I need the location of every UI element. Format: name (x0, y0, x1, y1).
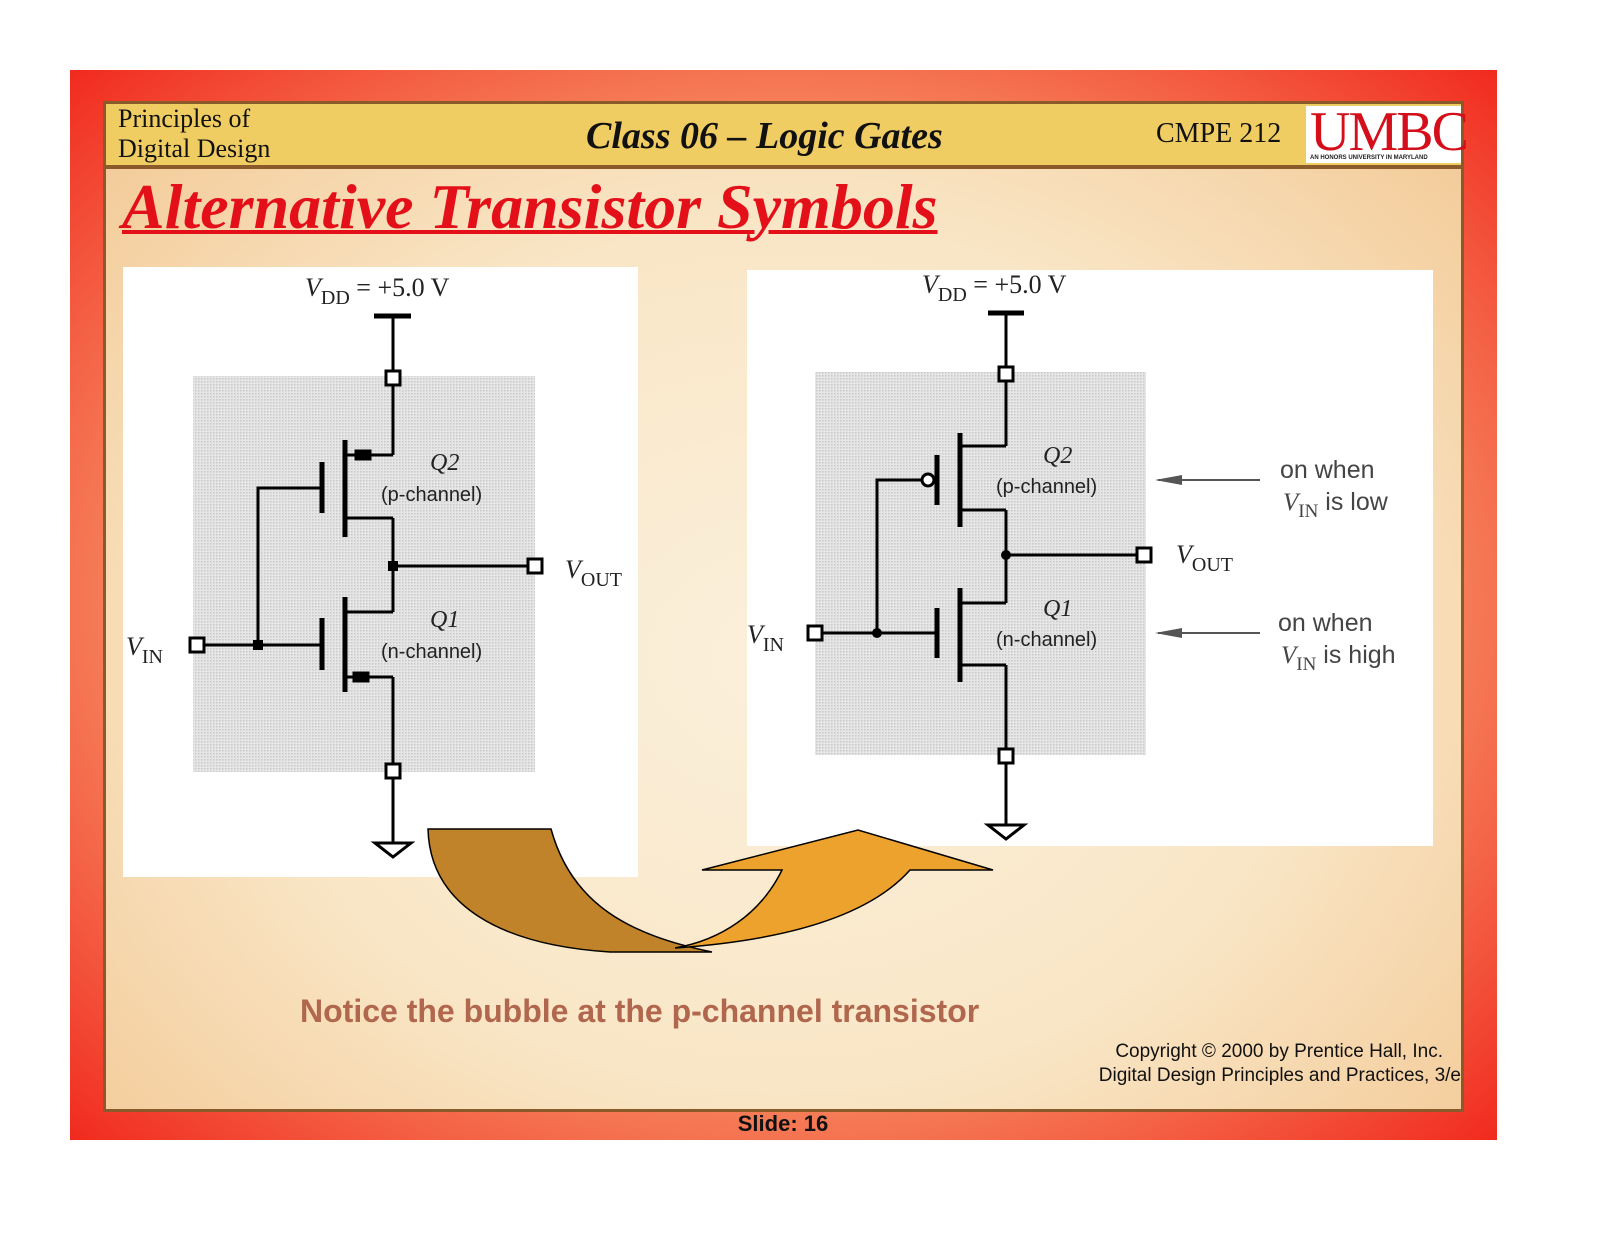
class-title: Class 06 – Logic Gates (586, 115, 943, 157)
copyright-line-2: Digital Design Principles and Practices,… (1098, 1065, 1461, 1086)
umbc-logo: UMBC AN HONORS UNIVERSITY IN MARYLAND (1306, 101, 1469, 163)
note-q2-line1: on when (1280, 456, 1375, 484)
right-diagram-labels: VDD = +5.0 V Q2 (p-channel) Q1 (n-channe… (747, 270, 1396, 675)
slide-header: Principles of Digital Design Class 06 – … (106, 101, 1469, 169)
logo-tagline: AN HONORS UNIVERSITY IN MARYLAND (1310, 155, 1428, 161)
note-q1-line2: VIN is high (1281, 641, 1396, 675)
q1-label: Q1 (1043, 596, 1072, 622)
vin-terminal (806, 624, 824, 642)
vdd-label: VDD = +5.0 V (922, 270, 1067, 306)
note-q2-line2: VIN is low (1283, 488, 1389, 522)
vdd-terminal (384, 369, 402, 387)
slide-number: Slide: 16 (737, 1111, 829, 1136)
course-line-1: Principles of (118, 104, 251, 133)
notice-text: Notice the bubble at the p-channel trans… (300, 993, 980, 1029)
course-code: CMPE 212 (1156, 118, 1282, 149)
vout-terminal (1135, 546, 1153, 564)
logo-text: UMBC (1310, 101, 1469, 163)
note-q1-line1: on when (1278, 609, 1373, 637)
q1-type-label: (n-channel) (381, 641, 482, 663)
course-line-2: Digital Design (118, 134, 271, 163)
vdd-terminal (997, 365, 1015, 383)
vin-label: VIN (126, 632, 163, 668)
vin-terminal (188, 636, 206, 654)
chip-area (815, 372, 1146, 755)
vout-label: VOUT (1176, 540, 1233, 576)
copyright: Copyright © 2000 by Prentice Hall, Inc. … (1099, 1040, 1461, 1088)
vout-label: VOUT (565, 555, 622, 591)
slide-title: Alternative Transistor Symbols (122, 171, 938, 242)
q2-label: Q2 (430, 450, 459, 476)
vout-terminal (526, 557, 544, 575)
gnd-terminal (384, 762, 402, 780)
right-cmos-inverter-diagram (747, 270, 1433, 846)
q2-type-label: (p-channel) (996, 476, 1097, 498)
course-name: Principles of Digital Design (118, 104, 270, 164)
left-diagram-labels: VDD = +5.0 V Q2 (p-channel) Q1 (n-channe… (126, 273, 622, 668)
inversion-bubble-icon (920, 472, 936, 488)
q2-type-label: (p-channel) (381, 484, 482, 506)
copyright-line-1: Copyright © 2000 by Prentice Hall, Inc. (1115, 1041, 1443, 1062)
left-cmos-inverter-diagram (123, 267, 638, 877)
q1-source-arrow (352, 671, 370, 683)
arrow-tail (427, 828, 713, 953)
chip-area (193, 376, 535, 772)
q2-label: Q2 (1043, 443, 1072, 469)
gnd-terminal (997, 747, 1015, 765)
arrow-head (674, 829, 994, 949)
ground-icon (370, 841, 416, 859)
vin-label: VIN (747, 620, 784, 656)
vdd-label: VDD = +5.0 V (305, 273, 450, 309)
q1-label: Q1 (430, 607, 459, 633)
curved-arrow-icon (427, 828, 994, 953)
q2-source-arrow (354, 449, 372, 461)
ground-icon (983, 823, 1029, 841)
q1-type-label: (n-channel) (996, 629, 1097, 651)
